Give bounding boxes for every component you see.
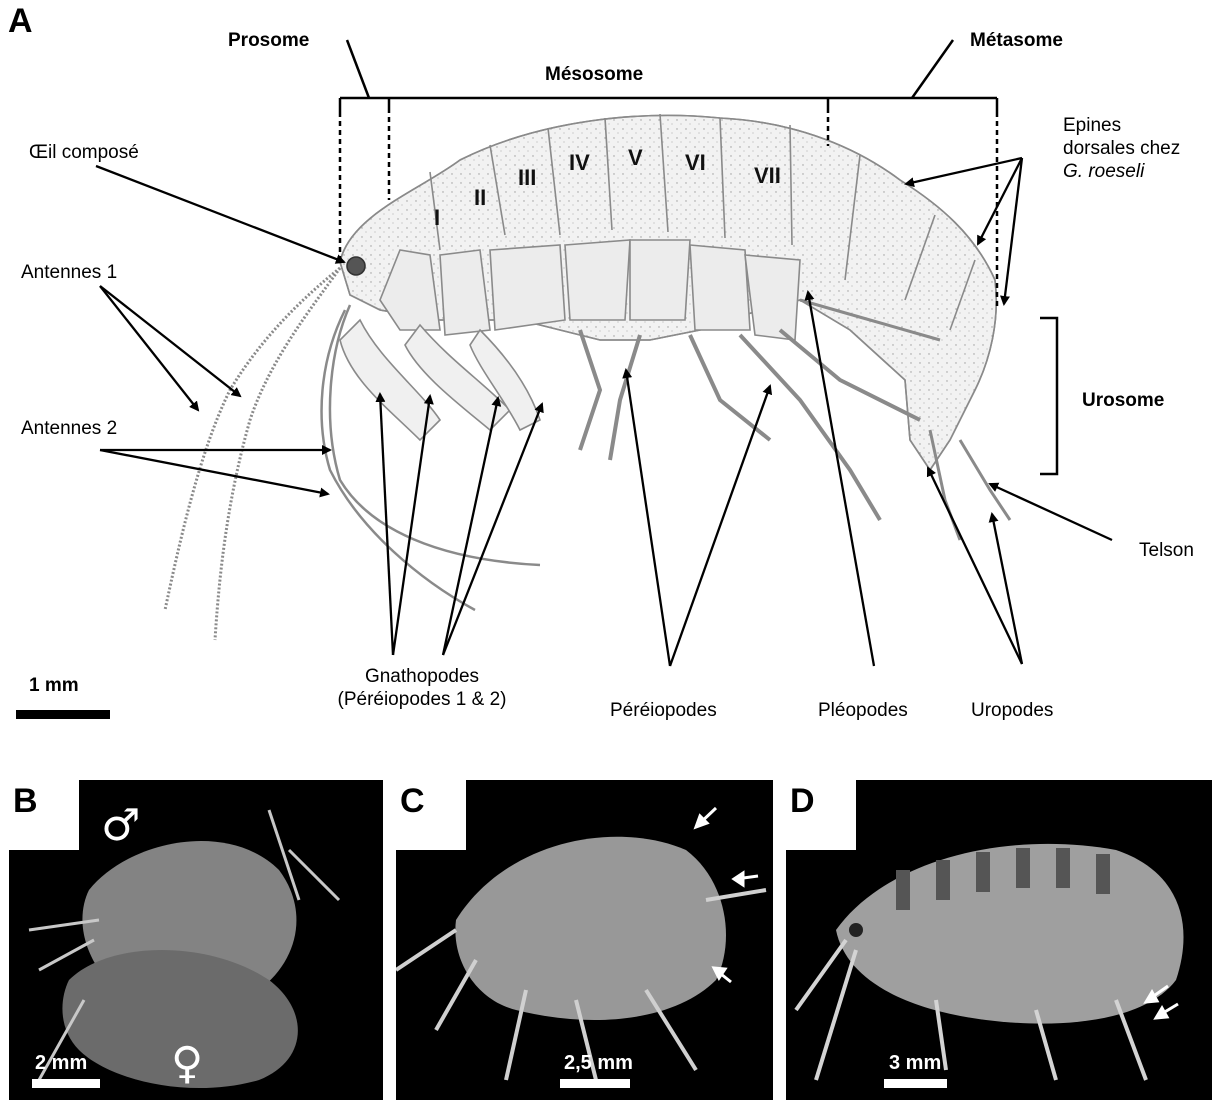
amphipod-body <box>340 114 1010 540</box>
panel-c-scale-bar <box>560 1079 630 1088</box>
gnathopods-line2: (Péréiopodes 1 & 2) <box>312 689 532 712</box>
segment-label: II <box>474 185 486 211</box>
panel-b-scale-label: 2 mm <box>35 1052 87 1075</box>
panel-b-letter: B <box>13 782 38 821</box>
dorsal-spines-line1: Epines <box>1063 115 1180 138</box>
panel-d-scale-label: 3 mm <box>889 1052 941 1075</box>
dorsal-spines-line2: dorsales chez <box>1063 138 1180 161</box>
antenna-1-drawing <box>165 268 340 640</box>
dorsal-spines-species: G. roeseli <box>1063 161 1180 184</box>
antennae-2-label: Antennes 2 <box>21 418 117 441</box>
pereiopods-label: Péréiopodes <box>610 700 717 723</box>
segment-label: IV <box>569 150 590 176</box>
amphipod-drawing <box>0 0 1220 740</box>
gnathopods-line1: Gnathopodes <box>312 666 532 689</box>
dorsal-spines-label: Epines dorsales chez G. roeseli <box>1063 115 1180 183</box>
panel-b-scale-bar <box>32 1079 100 1088</box>
segment-label: III <box>518 165 536 191</box>
prosome-label: Prosome <box>228 30 309 53</box>
segment-label: V <box>628 145 643 171</box>
pleopods-label: Pléopodes <box>818 700 908 723</box>
gnathopods-label: Gnathopodes (Péréiopodes 1 & 2) <box>312 666 532 712</box>
panel-b-photo: B ♂ ♀ 2 mm <box>9 780 383 1100</box>
segment-label: VI <box>685 150 706 176</box>
panel-c-scale-label: 2,5 mm <box>564 1052 633 1075</box>
male-symbol: ♂ <box>101 800 140 851</box>
mesosome-label: Mésosome <box>545 64 643 87</box>
female-symbol: ♀ <box>171 1038 203 1089</box>
segment-label: VII <box>754 163 781 189</box>
panel-a-scale-label: 1 mm <box>29 675 79 698</box>
segment-label: I <box>434 205 440 231</box>
panel-a-scale-bar <box>16 710 110 719</box>
telson-label: Telson <box>1139 540 1194 563</box>
panel-d-photo: D 3 mm <box>786 780 1212 1100</box>
antennae-1-label: Antennes 1 <box>21 262 117 285</box>
urosome-label: Urosome <box>1082 390 1164 413</box>
uropods-label: Uropodes <box>971 700 1053 723</box>
panel-d-scale-bar <box>884 1079 947 1088</box>
compound-eye-label: Œil composé <box>29 142 139 165</box>
metasome-label: Métasome <box>970 30 1063 53</box>
panel-c-photo: C 2,5 mm <box>396 780 773 1100</box>
panel-d-letter: D <box>790 782 815 821</box>
panel-c-letter: C <box>400 782 425 821</box>
